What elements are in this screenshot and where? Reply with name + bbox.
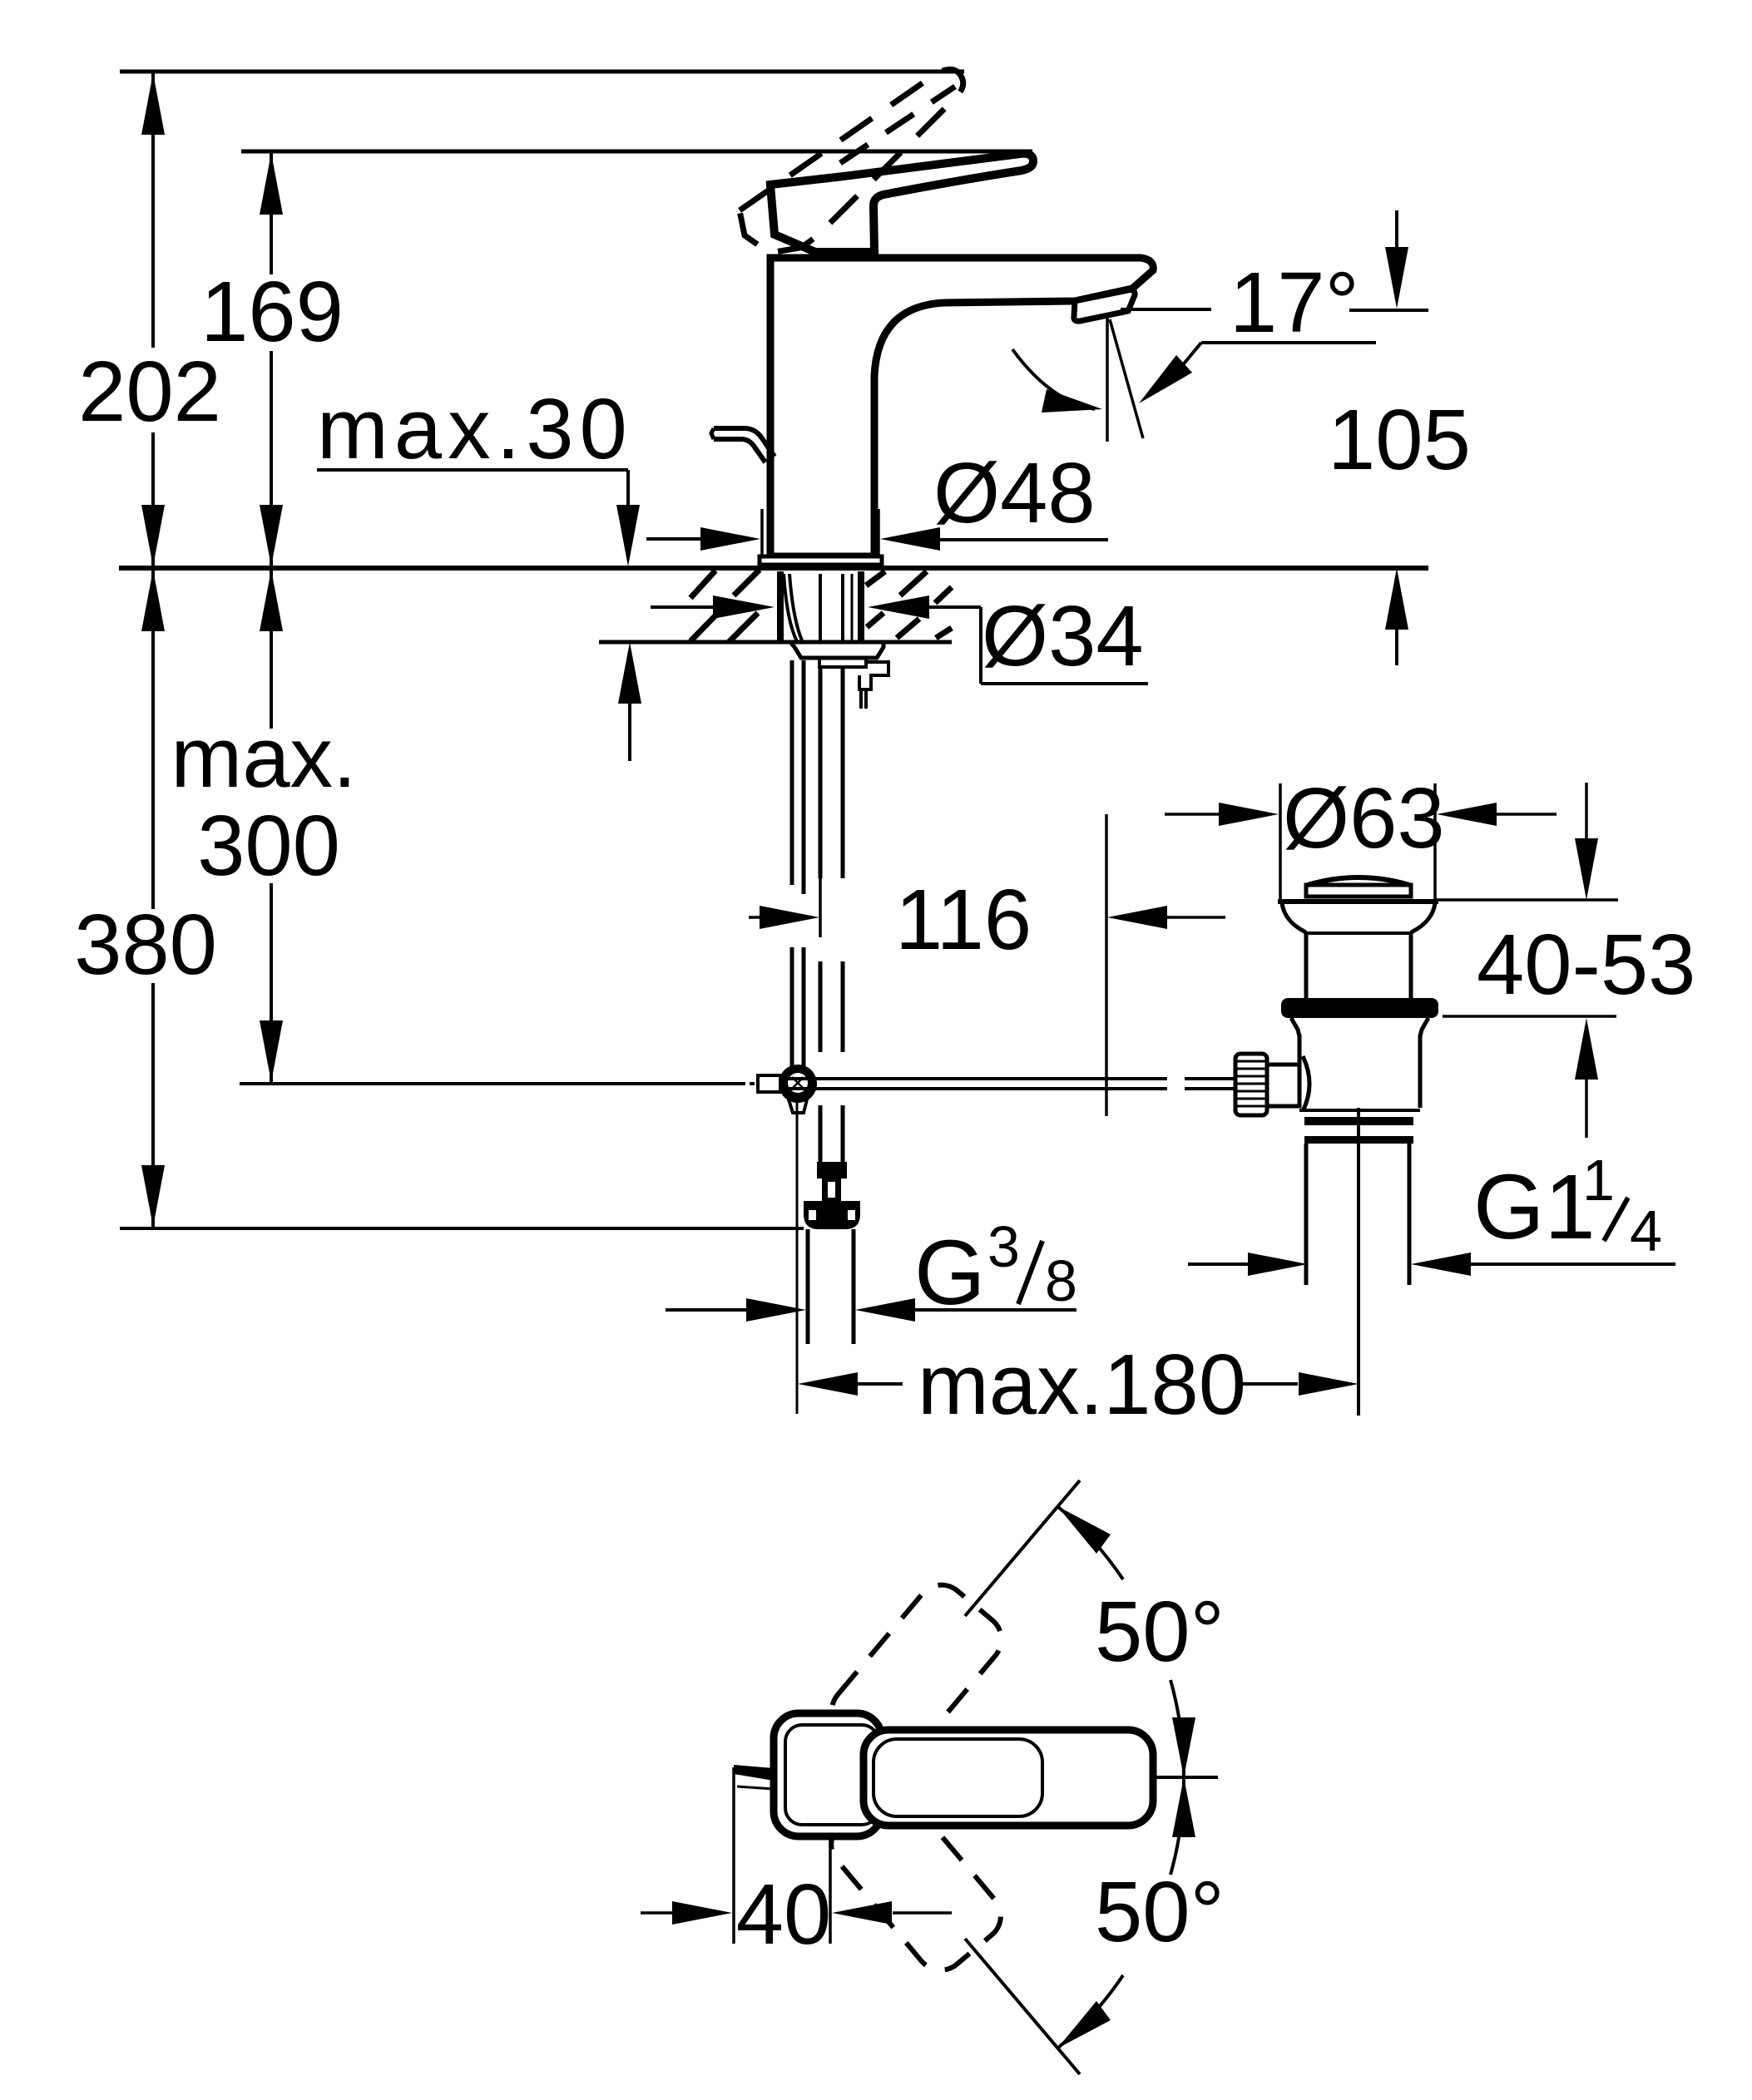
svg-text:max.180: max.180 [918,1337,1246,1432]
svg-text:202: 202 [78,343,221,439]
svg-text:1: 1 [1582,1148,1615,1213]
svg-text:G1: G1 [1473,1156,1596,1258]
svg-text:380: 380 [74,897,217,992]
svg-text:105: 105 [1328,392,1471,487]
svg-text:8: 8 [1045,1248,1077,1313]
svg-text:50°: 50° [1095,1584,1225,1679]
svg-text:50°: 50° [1095,1864,1225,1959]
svg-text:max.: max. [171,709,356,805]
svg-text:4: 4 [1630,1198,1662,1263]
svg-text:3: 3 [987,1214,1020,1279]
svg-text:Ø48: Ø48 [933,445,1096,541]
svg-text:Ø63: Ø63 [1283,770,1445,866]
svg-text:169: 169 [200,264,344,359]
svg-text:max.30: max.30 [317,381,633,477]
svg-text:116: 116 [895,872,1032,967]
svg-text:17°: 17° [1230,254,1359,350]
svg-text:G: G [914,1222,986,1324]
svg-text:40: 40 [736,1866,832,1962]
svg-text:300: 300 [197,798,340,893]
svg-text:40-53: 40-53 [1477,917,1695,1012]
svg-text:Ø34: Ø34 [982,588,1144,684]
